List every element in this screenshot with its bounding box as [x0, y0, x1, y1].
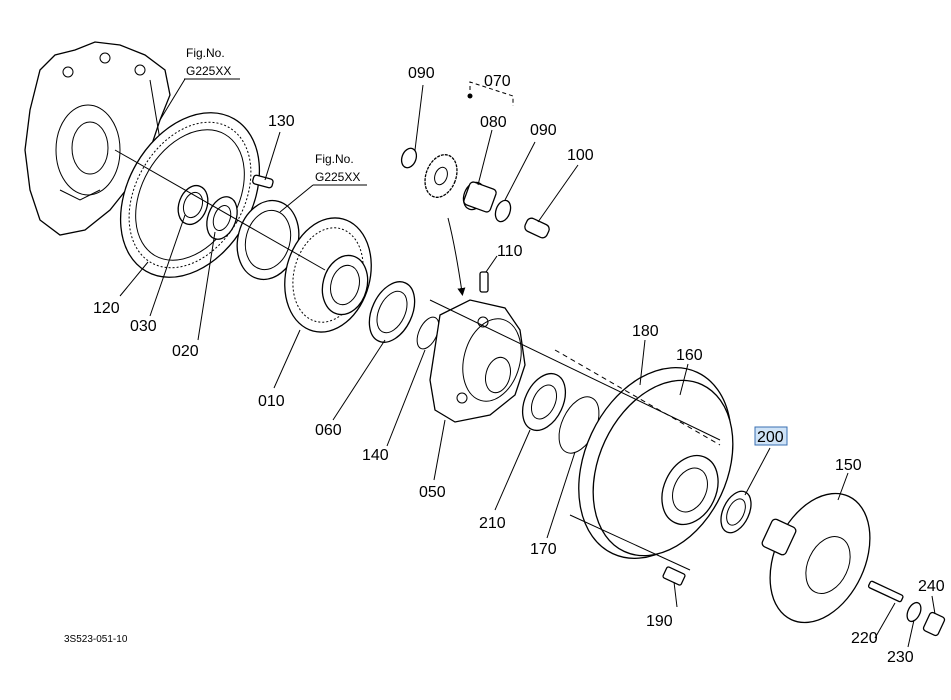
bearing-060: [368, 281, 416, 343]
figure-ref-line2: G225XX: [186, 64, 231, 78]
planet-gear-stack: [400, 147, 550, 239]
part-label-080[interactable]: 080: [480, 114, 507, 131]
part-label-210[interactable]: 210: [479, 515, 506, 532]
figure-ref-line2: G225XX: [315, 170, 360, 184]
part-label-050[interactable]: 050: [419, 484, 446, 501]
drawing-code: 3S523-051-10: [64, 634, 128, 645]
part-label-010[interactable]: 010: [258, 393, 285, 410]
part-label-070[interactable]: 070: [484, 73, 511, 90]
part-label-110[interactable]: 110: [497, 243, 523, 260]
hub-housing-160: [578, 367, 734, 559]
part-label-190[interactable]: 190: [646, 613, 673, 630]
part-label-180[interactable]: 180: [632, 323, 659, 340]
part-labels: 130 120 030 020 010 060 140 050 210 170 …: [93, 65, 945, 666]
figure-ref-line1: Fig.No.: [315, 152, 354, 166]
oil-seal-200: [720, 490, 752, 534]
figure-ref-top-left[interactable]: Fig.No. G225XX: [184, 46, 240, 80]
part-label-130[interactable]: 130: [268, 113, 295, 130]
part-label-120[interactable]: 120: [93, 300, 120, 317]
part-label-060[interactable]: 060: [315, 422, 342, 439]
part-label-150[interactable]: 150: [835, 457, 862, 474]
bearing-210: [521, 372, 567, 432]
part-label-160[interactable]: 160: [676, 347, 703, 364]
leader-lines: [119, 78, 936, 648]
thrust-washer: [177, 184, 209, 226]
part-label-200[interactable]: 200: [757, 429, 784, 446]
part-label-140[interactable]: 140: [362, 447, 389, 464]
bolt-190: [662, 566, 686, 586]
part-label-030[interactable]: 030: [130, 318, 157, 335]
part-label-240[interactable]: 240: [918, 578, 945, 595]
pin-110: [479, 271, 489, 293]
pin-130: [252, 174, 274, 189]
assembly-guides: [114, 81, 721, 571]
bearing-020: [206, 196, 238, 240]
output-flange-150: [761, 492, 871, 624]
part-label-090-top[interactable]: 090: [408, 65, 435, 82]
stud-nut-set: [868, 580, 946, 637]
selected-part-highlight: [754, 426, 788, 446]
part-label-090[interactable]: 090: [530, 122, 557, 139]
part-label-220[interactable]: 220: [851, 630, 878, 647]
figure-ref-line1: Fig.No.: [186, 46, 225, 60]
figure-ref-center[interactable]: Fig.No. G225XX: [313, 152, 367, 186]
planet-carrier-050: [429, 299, 526, 423]
part-label-020[interactable]: 020: [172, 343, 199, 360]
part-label-230[interactable]: 230: [887, 649, 914, 666]
part-label-100[interactable]: 100: [567, 147, 594, 164]
part-label-170[interactable]: 170: [530, 541, 557, 558]
gear-010: [284, 217, 372, 333]
